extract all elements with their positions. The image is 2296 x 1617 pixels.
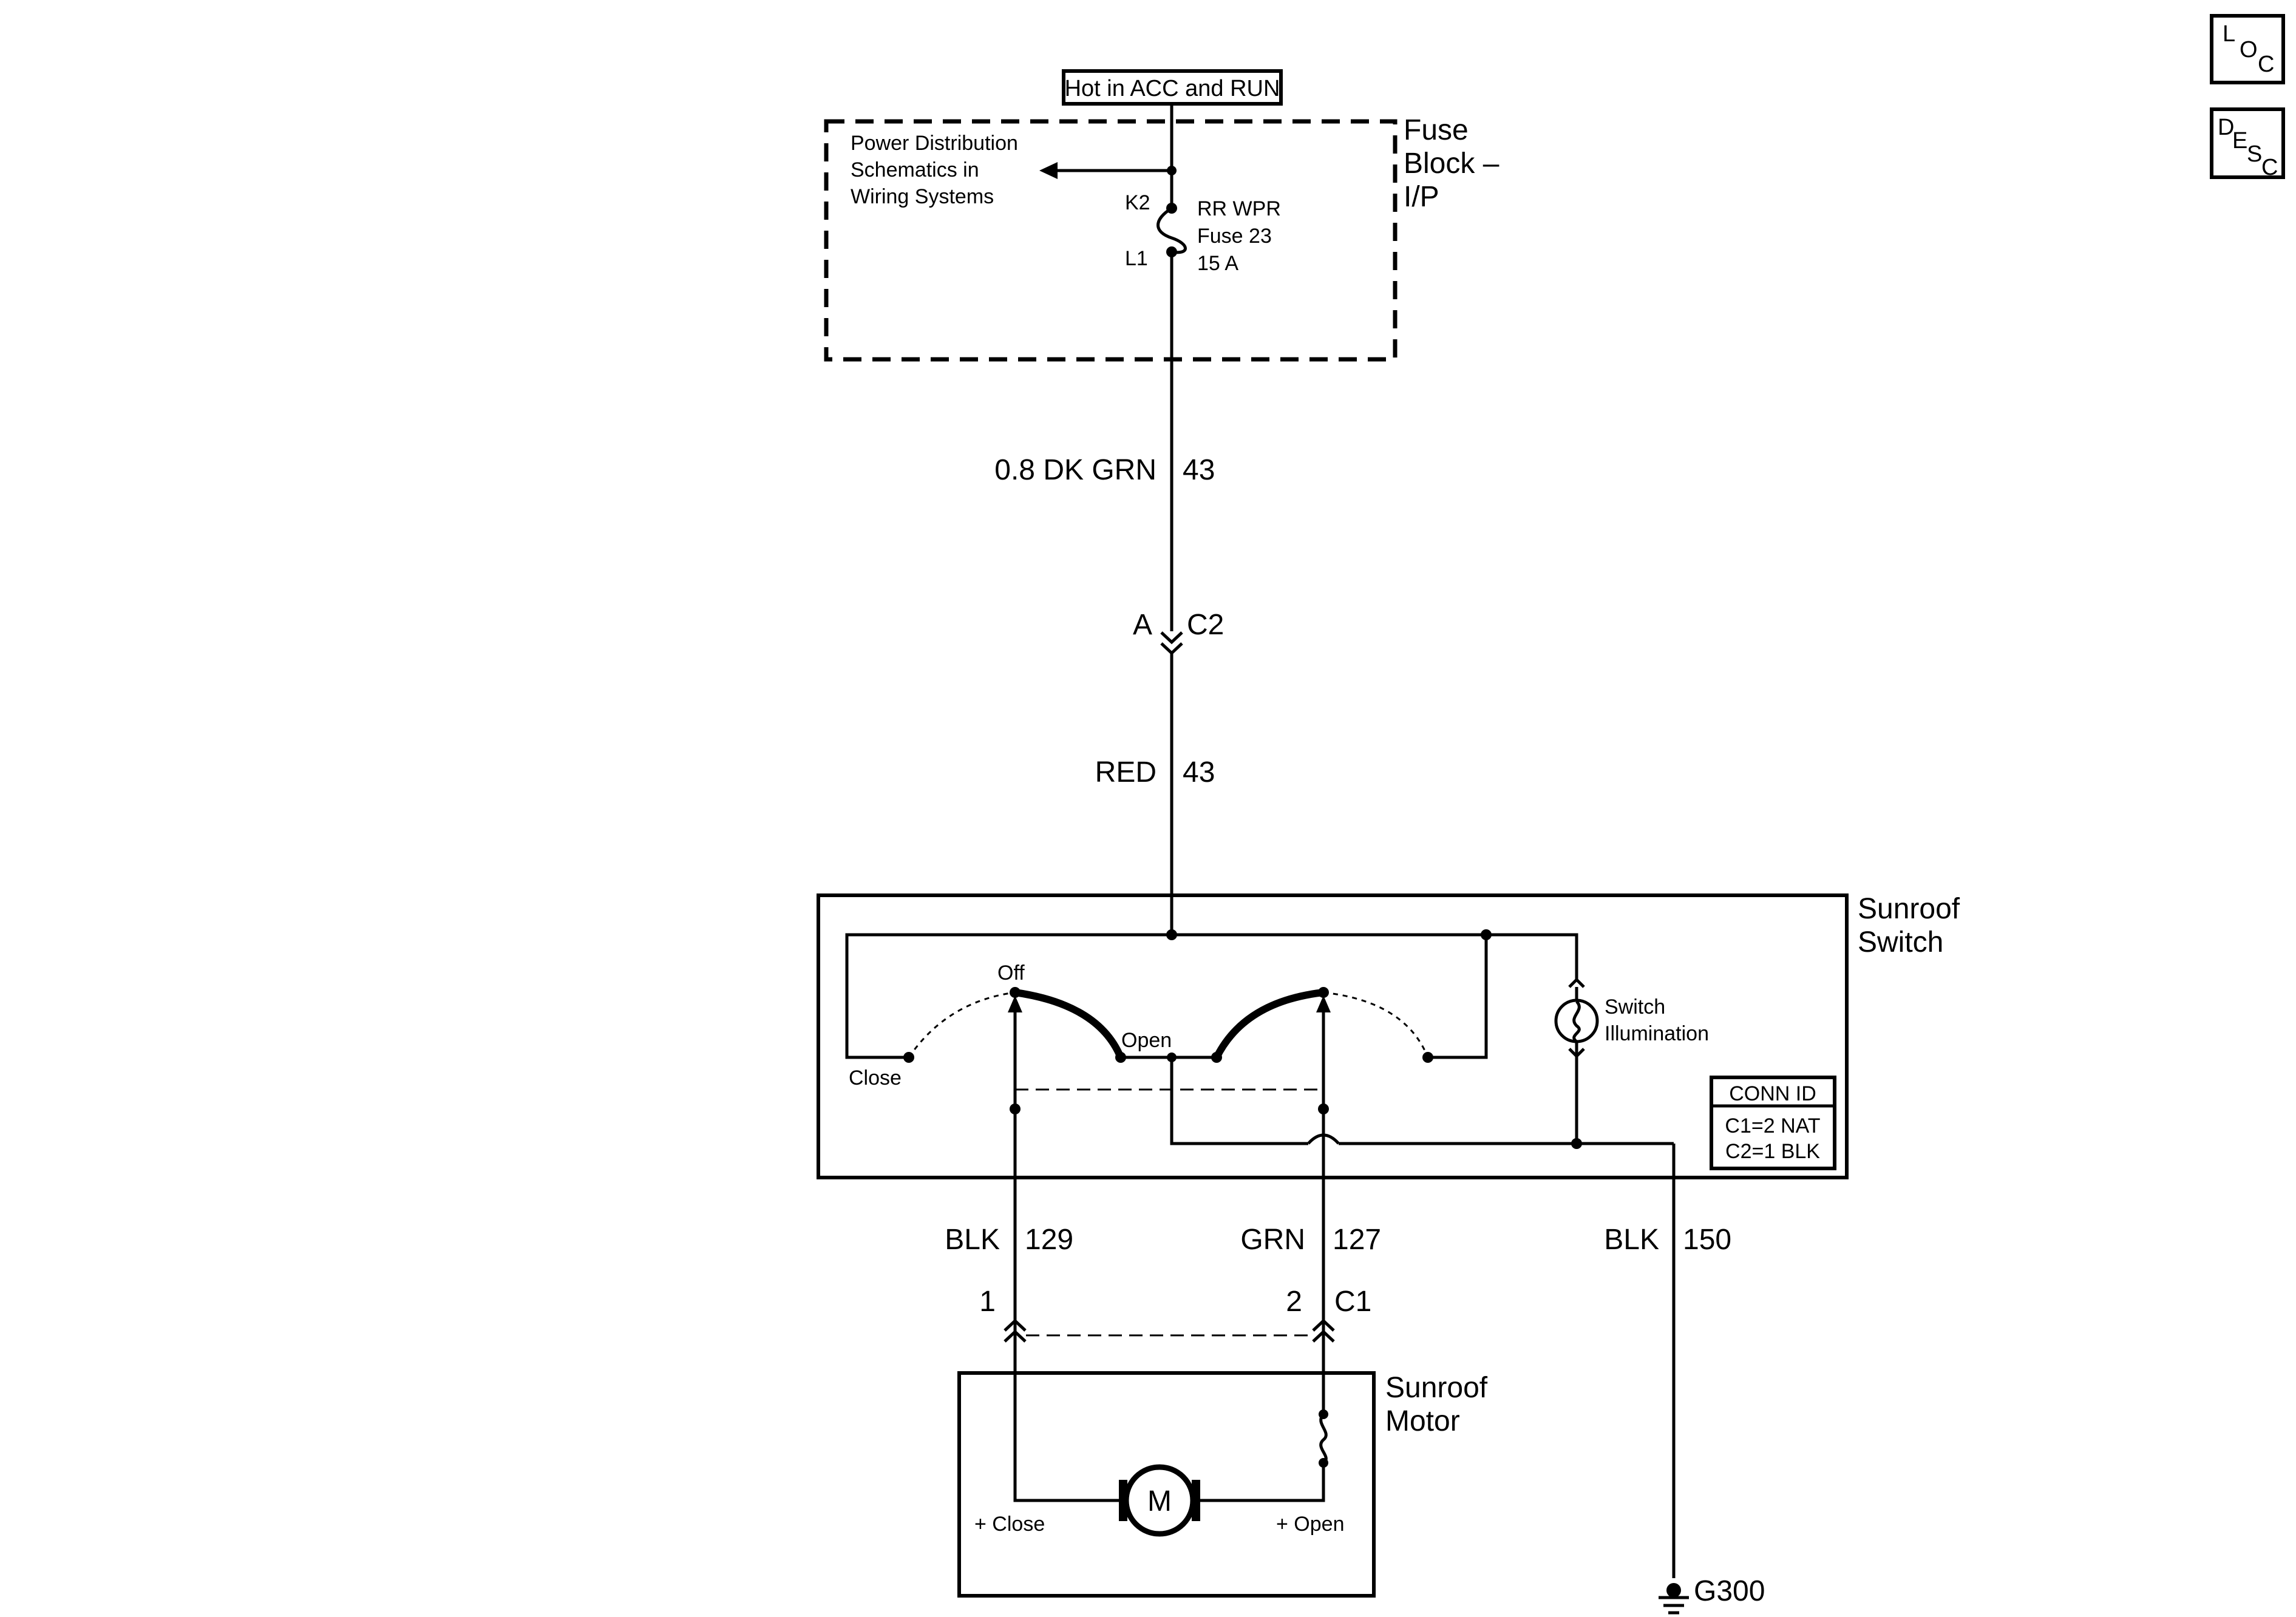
wire-43-lower-circuit: 43 xyxy=(1183,756,1215,788)
open-arc-dotted xyxy=(1323,991,1429,1058)
switch-feed-node xyxy=(1166,929,1177,940)
wire-127-color: GRN xyxy=(1240,1224,1305,1256)
desc-letter-s: S xyxy=(2247,141,2262,167)
close-pivot-arrow xyxy=(1008,995,1022,1012)
ground-name: G300 xyxy=(1694,1575,1765,1607)
connector-c1-pin2-icon xyxy=(1312,1318,1335,1343)
fuse-rating: 15 A xyxy=(1197,252,1238,275)
connector-c2-icon xyxy=(1160,631,1183,656)
close-pivot-node xyxy=(1010,1103,1021,1114)
connector-c2-pin: A xyxy=(1133,609,1152,641)
desc-button[interactable]: D E S C xyxy=(2210,107,2285,180)
power-dist-ref-3: Wiring Systems xyxy=(851,185,994,208)
fuse-pin-k2: K2 xyxy=(1125,191,1150,214)
close-switch-blade xyxy=(1011,989,1124,1061)
fuse-block-name-1: Fuse xyxy=(1404,114,1469,146)
conn-id-box xyxy=(1710,1076,1836,1170)
connector-c1-pin2: 2 xyxy=(1286,1286,1302,1318)
wire-43-lower-color: RED xyxy=(1095,756,1156,788)
lamp-label-2: Illumination xyxy=(1605,1022,1709,1045)
wire-127-circuit: 127 xyxy=(1333,1224,1381,1256)
right-close-contact-dot xyxy=(1422,1052,1433,1063)
motor-icon xyxy=(1123,1464,1196,1537)
wire-150-circuit: 150 xyxy=(1683,1224,1731,1256)
switch-pos-close: Close xyxy=(849,1066,902,1090)
fuse-block-name-2: Block – xyxy=(1404,147,1500,180)
wire-150-color: BLK xyxy=(1604,1224,1659,1256)
lamp-label-1: Switch xyxy=(1605,995,1665,1019)
motor-term-open: + Open xyxy=(1276,1513,1344,1536)
loc-letter-c: C xyxy=(2258,52,2274,77)
conn-id-c2: C2=1 BLK xyxy=(1725,1140,1820,1163)
ground-node xyxy=(1666,1583,1681,1598)
connector-c2-name: C2 xyxy=(1187,609,1224,641)
loc-letter-l: L xyxy=(2223,21,2235,47)
switch-top-bus xyxy=(845,933,1578,1059)
motor-name-1: Sunroof xyxy=(1385,1372,1488,1404)
connector-c1-name: C1 xyxy=(1334,1286,1371,1318)
conn-id-title: CONN ID xyxy=(1729,1082,1816,1105)
fuse-pin-l1: L1 xyxy=(1125,247,1148,270)
sunroof-switch-outline xyxy=(817,893,1849,1179)
bulb-filament xyxy=(1572,1000,1581,1043)
fuse-icon xyxy=(1156,206,1187,254)
loc-letter-o: O xyxy=(2240,37,2258,63)
wire-43-upper-color: 0.8 DK GRN xyxy=(994,454,1156,486)
switch-right-feed xyxy=(1428,935,1488,1059)
switch-pos-open: Open xyxy=(1121,1029,1172,1052)
open-switch-blade xyxy=(1213,989,1327,1061)
switch-name-2: Switch xyxy=(1858,926,1943,958)
conn-id-c1: C1=2 NAT xyxy=(1725,1114,1820,1137)
motor-symbol: M xyxy=(1147,1485,1172,1517)
wire-129-color: BLK xyxy=(945,1224,1000,1256)
fuse-name-2: Fuse 23 xyxy=(1197,225,1272,248)
connector-c1-pin1: 1 xyxy=(979,1286,996,1318)
power-dist-ref-1: Power Distribution xyxy=(851,132,1018,155)
fuse-block-outline xyxy=(824,119,1398,362)
close-arc-dotted xyxy=(908,991,1016,1058)
lamp-top-connector xyxy=(1568,977,1585,988)
motor-term-close: + Close xyxy=(974,1513,1045,1536)
switch-pos-off: Off xyxy=(997,961,1025,985)
wire-129-circuit: 129 xyxy=(1025,1224,1073,1256)
connector-c1-pin1-icon xyxy=(1004,1318,1027,1343)
power-dist-arrow-head xyxy=(1039,162,1058,179)
sunroof-motor-outline xyxy=(957,1371,1376,1598)
desc-letter-c: C xyxy=(2261,155,2278,180)
switch-ground-return-left xyxy=(1170,1057,1308,1145)
switch-name-1: Sunroof xyxy=(1858,893,1960,925)
fuse-block-name-3: I/P xyxy=(1404,181,1439,213)
breaker-top-dot xyxy=(1319,1409,1328,1419)
desc-letter-e: E xyxy=(2232,128,2247,154)
desc-letter-d: D xyxy=(2218,115,2234,140)
off-contact-left-dot xyxy=(1010,987,1021,998)
motor-name-2: Motor xyxy=(1385,1405,1460,1437)
loc-button[interactable]: L O C xyxy=(2210,14,2285,84)
motor-close-wire xyxy=(1013,1341,1120,1502)
splice-node xyxy=(1167,166,1177,175)
power-dist-ref-2: Schematics in xyxy=(851,158,979,181)
motor-open-wire xyxy=(1199,1463,1325,1502)
hot-label: Hot in ACC and RUN xyxy=(1065,76,1280,101)
fuse-name-1: RR WPR xyxy=(1197,197,1281,220)
wire-43-upper-circuit: 43 xyxy=(1183,454,1215,486)
open-pivot-arrow xyxy=(1316,995,1331,1012)
circuit-breaker-icon xyxy=(1319,1413,1328,1465)
open-pivot-node xyxy=(1318,1103,1329,1114)
